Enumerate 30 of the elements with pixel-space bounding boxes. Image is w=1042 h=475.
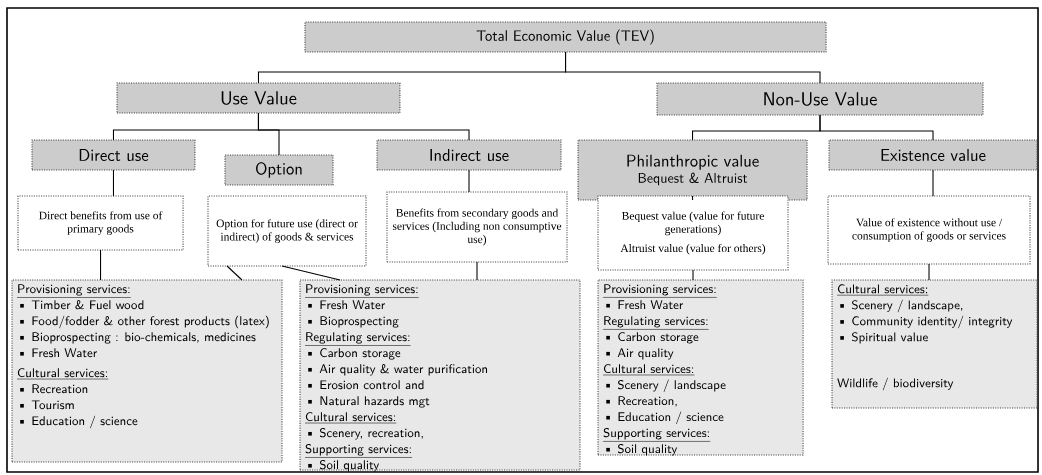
connector-line — [928, 263, 930, 281]
category-box: Non-Use Value — [656, 82, 984, 116]
category-box: Use Value — [116, 82, 401, 114]
connector-line — [100, 249, 102, 281]
category-box: Option — [224, 154, 334, 186]
services-box: Provisioning services: • Fresh Water • Bioprospecting Regulating services: • Carbon storage • Air quality & water purification • Erosion control and • Natural hazards mgt Cultural services: • Scenery, recreation, Supporting services: • Soil quality — [299, 279, 581, 472]
description-box: Option for future use (direct or indirect) of goods & services — [207, 195, 367, 267]
services-box: Provisioning services: • Fresh Water Regulating services: • Carbon storage • Air quality Cultural services: • Scenery / landscape • Recreation, • Education / science Supporting services: • Soil quality — [597, 279, 804, 456]
connector-line — [476, 261, 478, 281]
description-box: Benefits from secondary goods and services (Including non consumptive use) — [386, 191, 568, 263]
connector-line — [257, 112, 470, 141]
connector-line — [932, 169, 934, 197]
connector-line — [226, 265, 243, 281]
connector-line — [692, 195, 694, 201]
connector-line — [281, 265, 341, 281]
connector-line — [692, 269, 694, 281]
connector-line — [819, 114, 934, 141]
category-box: Direct use — [31, 139, 196, 171]
services-box: Cultural services: • Scenery / landscape, • Community identity/ integrity • Spiritual value Wildlife / biodiversity — [831, 279, 1038, 409]
connector-line — [565, 51, 821, 84]
description-box: Bequest value (value for future generations) Altruist value (value for others) — [597, 195, 789, 271]
connector-line — [468, 169, 470, 193]
description-box: Value of existence without use / consumption of goods or services — [827, 195, 1031, 265]
connector-line — [112, 169, 114, 197]
category-box: Philanthropic value Bequest & Altruist — [577, 139, 808, 201]
description-box: Direct benefits from use of primary goods — [17, 195, 184, 251]
category-box: Indirect use — [376, 139, 562, 171]
category-box: Total Economic Value (TEV) — [304, 21, 827, 53]
category-box: Existence value — [828, 139, 1038, 171]
services-box: Provisioning services: • Timber & Fuel wood • Food/fodder & other forest products (latex) • Bioprospecting : bio-chemicals, medicines • Fresh Water Cultural services: • Recreation • Tourism • Education / science — [11, 279, 283, 463]
